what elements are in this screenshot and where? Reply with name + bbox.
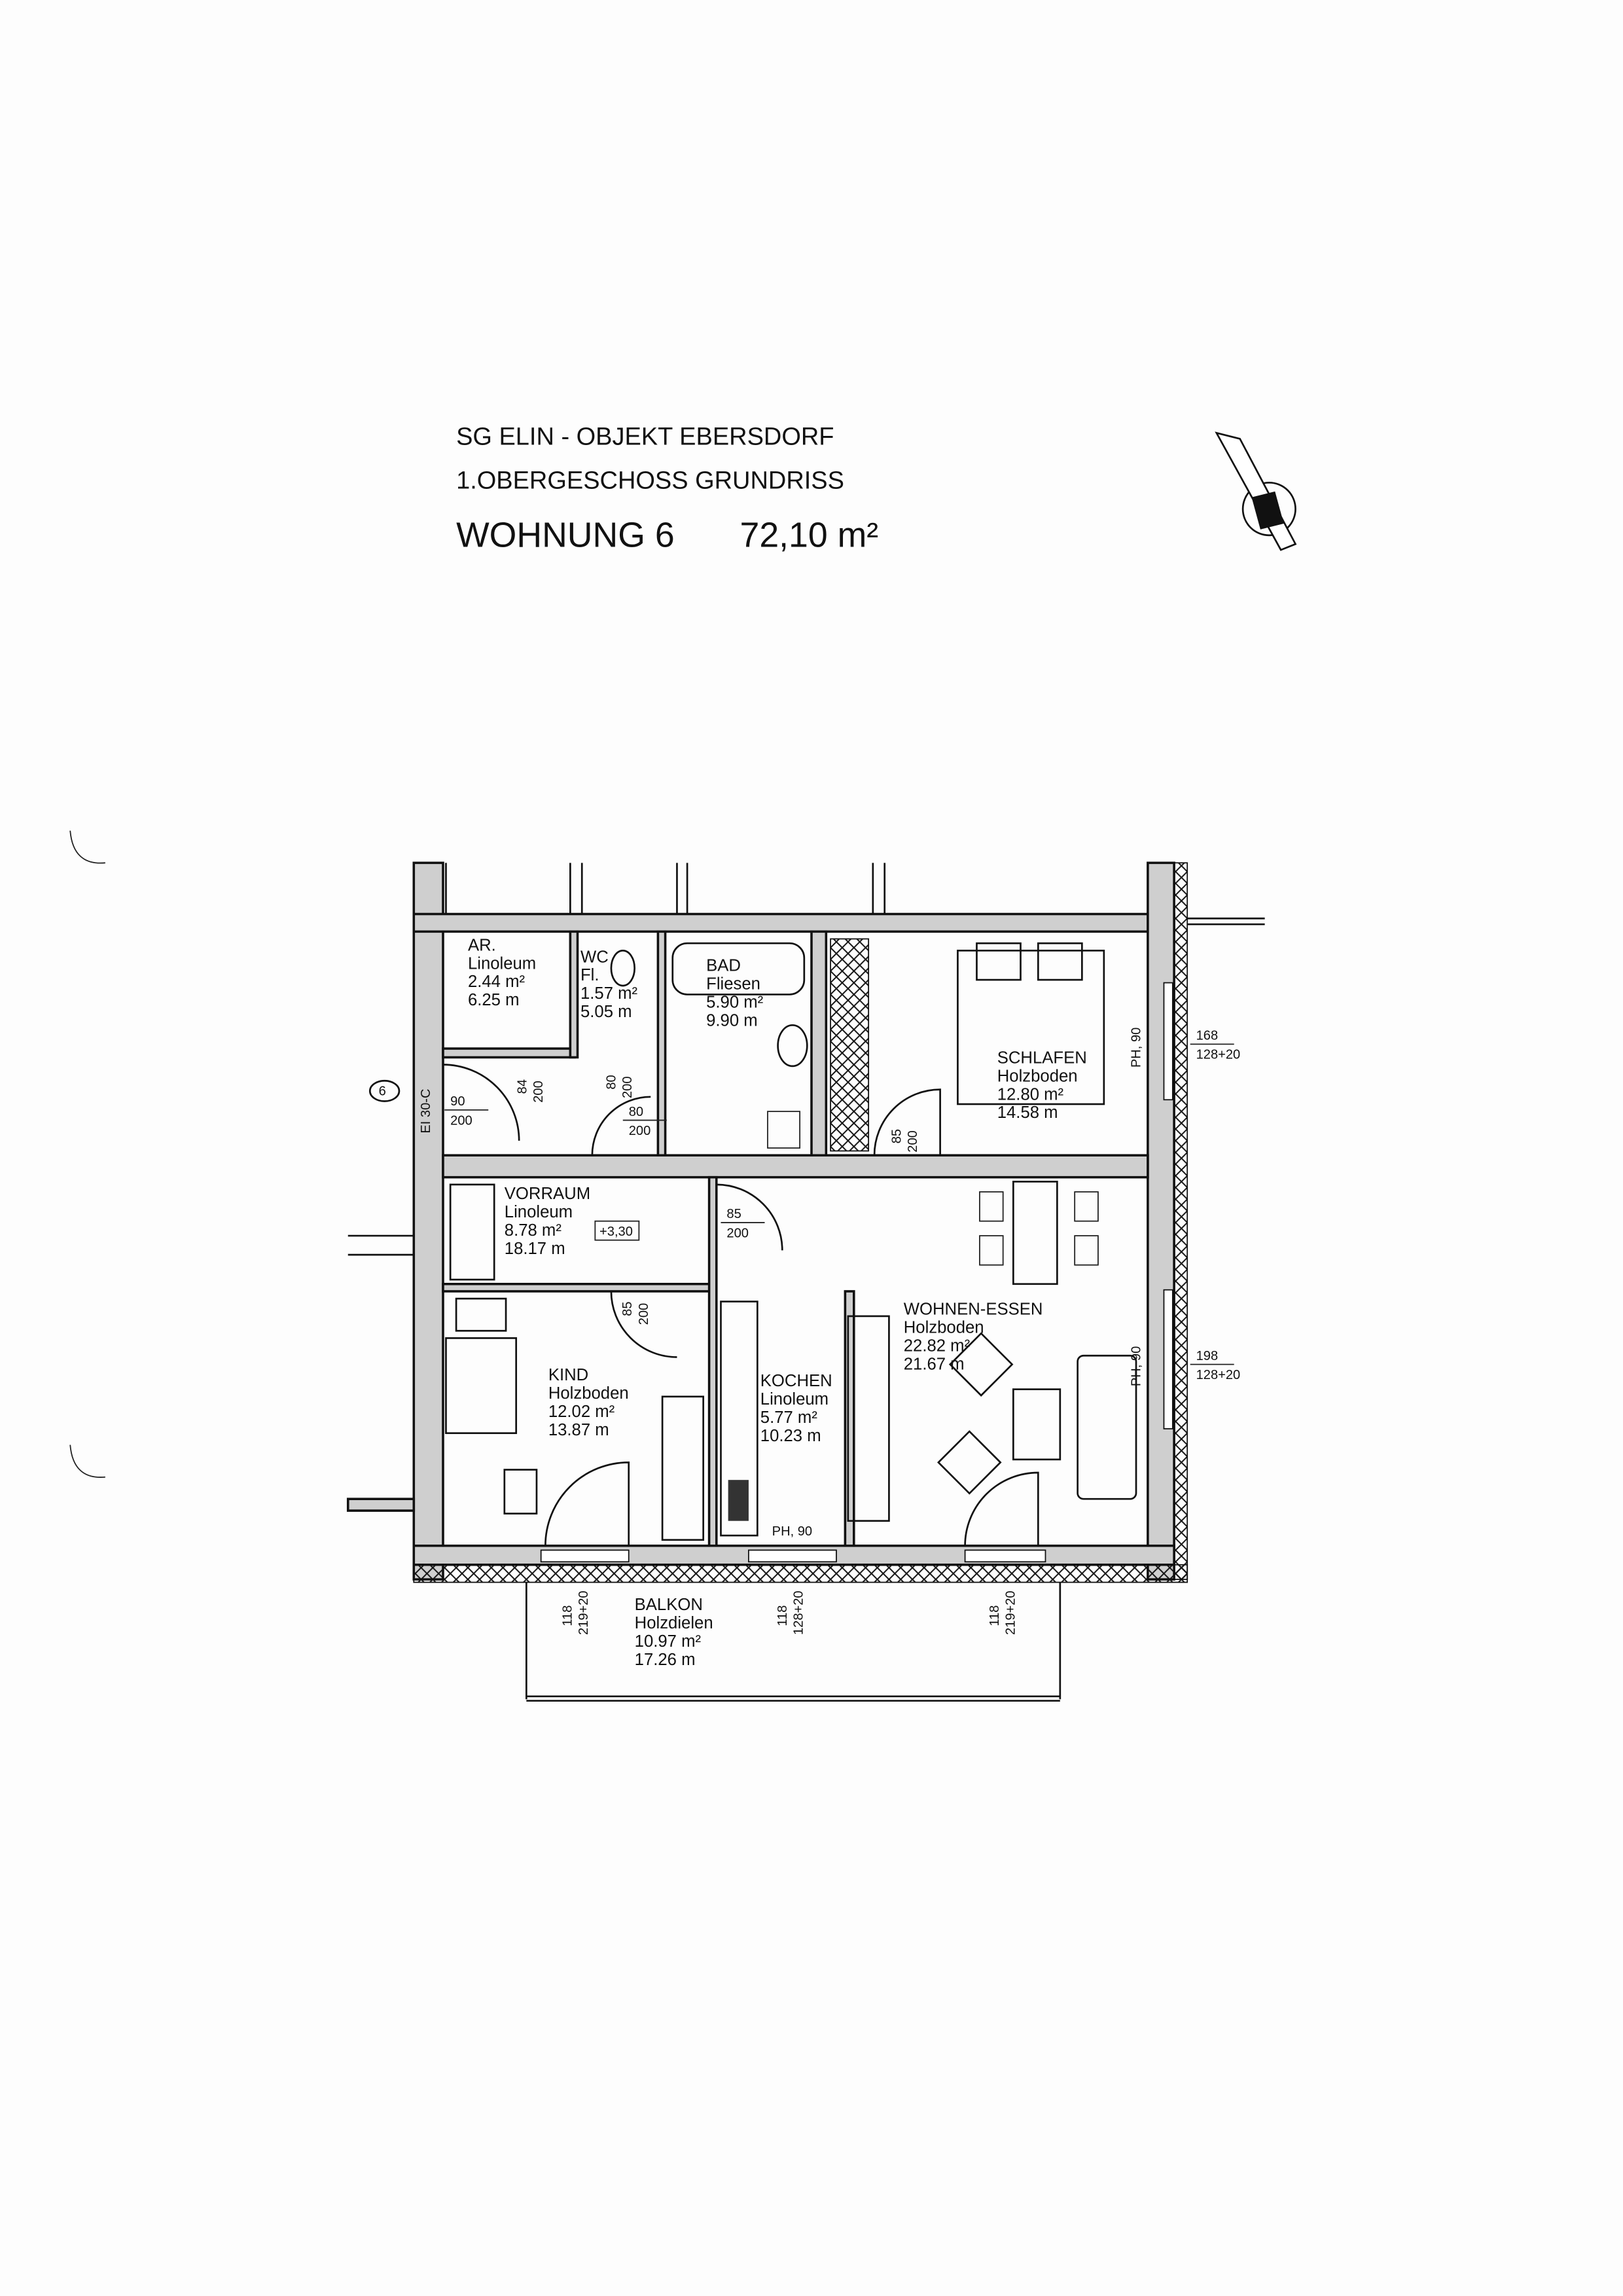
dimension-height: 219+20: [577, 1590, 591, 1635]
parapet-height-label: PH, 90: [772, 1524, 812, 1539]
punch-hole-bottom: [69, 1444, 105, 1478]
room-floor: Holzdielen: [635, 1614, 713, 1632]
building-walls: [346, 861, 1265, 1583]
punch-hole-top: [69, 831, 105, 864]
dimension-width: 84: [515, 1079, 529, 1094]
dimension-height: 200: [620, 1077, 635, 1099]
room-name: WC: [580, 948, 609, 966]
room-area: 10.97 m²: [635, 1632, 702, 1651]
room-perimeter: 9.90 m: [706, 1011, 758, 1030]
room-perimeter: 18.17 m: [505, 1240, 565, 1258]
dimension-width: 80: [629, 1105, 643, 1119]
room-area: 5.77 m²: [760, 1408, 818, 1427]
dimension-height: 200: [450, 1113, 473, 1128]
room-area: 22.82 m²: [904, 1337, 971, 1355]
room-floor: Holzboden: [997, 1067, 1078, 1085]
room-floor: Holzboden: [548, 1384, 629, 1403]
dimension-height: 128+20: [1196, 1048, 1241, 1062]
dimension-width: 85: [620, 1302, 635, 1316]
room-name: WOHNEN-ESSEN: [904, 1300, 1043, 1319]
room-perimeter: 6.25 m: [468, 991, 520, 1009]
dimension-height: 128+20: [792, 1590, 806, 1635]
dimension-height: 200: [531, 1081, 546, 1103]
dimension-width: 198: [1196, 1349, 1219, 1363]
dimension-width: 168: [1196, 1029, 1219, 1043]
room-area: 2.44 m²: [468, 973, 526, 991]
dimension-height: 200: [629, 1124, 651, 1138]
room-name: SCHLAFEN: [997, 1049, 1087, 1067]
door-rating: EI 30-C: [419, 1089, 433, 1134]
unit-title: WOHNUNG 6: [456, 516, 675, 555]
unit-number: 6: [379, 1085, 386, 1099]
room-name: BAD: [706, 957, 741, 975]
room-name: KIND: [548, 1366, 588, 1384]
floor-title: 1.OBERGESCHOSS GRUNDRISS: [456, 467, 844, 494]
room-name: KOCHEN: [760, 1372, 832, 1390]
project-title: SG ELIN - OBJEKT EBERSDORF: [456, 423, 834, 450]
room-area: 1.57 m²: [580, 984, 638, 1003]
room-area: 12.80 m²: [997, 1085, 1064, 1103]
dimension-width: 118: [988, 1605, 1002, 1626]
unit-area: 72,10 m²: [740, 516, 879, 555]
balcony-outline: [525, 1582, 1061, 1702]
room-perimeter: 17.26 m: [635, 1651, 696, 1669]
room-name: VORRAUM: [505, 1185, 590, 1203]
dimension-width: 85: [726, 1207, 741, 1221]
room-name: BALKON: [635, 1596, 703, 1614]
level-marker: +3,30: [599, 1225, 633, 1239]
room-area: 12.02 m²: [548, 1403, 615, 1421]
dimension-width: 118: [561, 1605, 575, 1626]
room-floor: Linoleum: [505, 1203, 573, 1221]
dimension-height: 200: [637, 1303, 651, 1325]
room-floor: Linoleum: [468, 954, 536, 973]
dimension-width: 90: [450, 1094, 465, 1109]
room-perimeter: 13.87 m: [548, 1421, 609, 1439]
dimension-width: 80: [605, 1075, 619, 1089]
level-marker-box: [594, 1220, 640, 1241]
dimension-height: 128+20: [1196, 1368, 1241, 1382]
room-floor: Holzboden: [904, 1319, 984, 1337]
room-area: 5.90 m²: [706, 994, 764, 1012]
room-perimeter: 21.67 m: [904, 1355, 965, 1373]
room-perimeter: 5.05 m: [580, 1003, 632, 1021]
furniture: [442, 938, 1137, 1546]
room-floor: Linoleum: [760, 1390, 829, 1408]
room-perimeter: 14.58 m: [997, 1103, 1058, 1122]
unit-marker: 6 EI 30-C: [368, 1079, 433, 1134]
dimension-width: 118: [776, 1605, 790, 1626]
north-arrow-icon: [1215, 431, 1297, 551]
dimension-height: 200: [906, 1130, 920, 1153]
parapet-height-label: PH, 90: [1130, 1028, 1144, 1067]
dimension-width: 85: [889, 1129, 904, 1143]
room-name: AR.: [468, 936, 496, 954]
dimension-height: 219+20: [1004, 1590, 1018, 1635]
room-floor: Fl.: [580, 966, 599, 984]
room-perimeter: 10.23 m: [760, 1427, 821, 1445]
room-floor: Fliesen: [706, 975, 760, 994]
parapet-height-label: PH, 90: [1130, 1346, 1144, 1386]
room-area: 8.78 m²: [505, 1221, 562, 1240]
dimension-height: 200: [726, 1226, 749, 1240]
